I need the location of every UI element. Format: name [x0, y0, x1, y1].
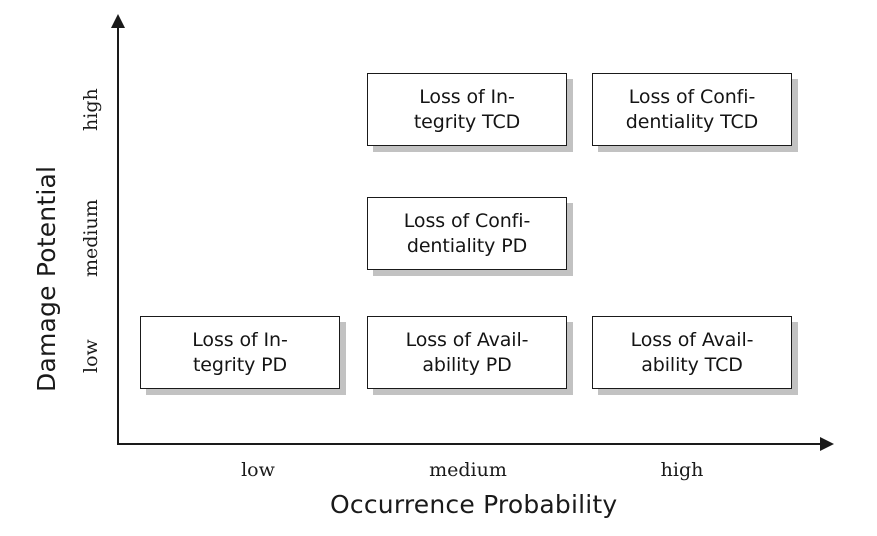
cell-text-line-1: Loss of In- [419, 86, 515, 109]
cell-text-line-2: tegrity TCD [413, 110, 521, 133]
x-axis-title: Occurrence Probability [330, 490, 618, 519]
y-axis-arrow-icon [111, 14, 125, 28]
x-axis-line [117, 443, 824, 445]
matrix-cell-loss-of-confidentiality-pd[interactable]: Loss of Confi- dentiality PD [367, 197, 567, 270]
y-axis-tick-medium: medium [80, 199, 102, 277]
x-axis-arrow-icon [820, 437, 834, 451]
y-axis-tick-low: low [80, 339, 102, 373]
cell-text-line-1: Loss of Confi- [628, 86, 756, 109]
matrix-cell-loss-of-confidentiality-tcd[interactable]: Loss of Confi- dentiality TCD [592, 73, 792, 146]
y-axis-tick-high: high [80, 88, 102, 131]
cell-text-line-1: Loss of Avail- [630, 329, 754, 352]
cell-text-line-2: ability PD [422, 353, 512, 376]
cell-text-line-2: dentiality PD [406, 234, 528, 257]
x-axis-tick-medium: medium [429, 459, 507, 481]
cell-text-line-2: ability TCD [641, 353, 743, 376]
matrix-cell-loss-of-integrity-tcd[interactable]: Loss of In- tegrity TCD [367, 73, 567, 146]
x-axis-tick-low: low [241, 459, 275, 481]
matrix-cell-loss-of-availability-tcd[interactable]: Loss of Avail- ability TCD [592, 316, 792, 389]
matrix-cell-loss-of-integrity-pd[interactable]: Loss of In- tegrity PD [140, 316, 340, 389]
y-axis-line [117, 26, 119, 445]
cell-text-line-1: Loss of In- [192, 329, 288, 352]
cell-text-line-2: dentiality TCD [625, 110, 759, 133]
x-axis-tick-high: high [660, 459, 704, 481]
cell-text-line-2: tegrity PD [192, 353, 288, 376]
y-axis-title: Damage Potential [32, 165, 61, 392]
cell-text-line-1: Loss of Avail- [405, 329, 529, 352]
cell-text-line-1: Loss of Confi- [403, 210, 531, 233]
matrix-cell-loss-of-availability-pd[interactable]: Loss of Avail- ability PD [367, 316, 567, 389]
